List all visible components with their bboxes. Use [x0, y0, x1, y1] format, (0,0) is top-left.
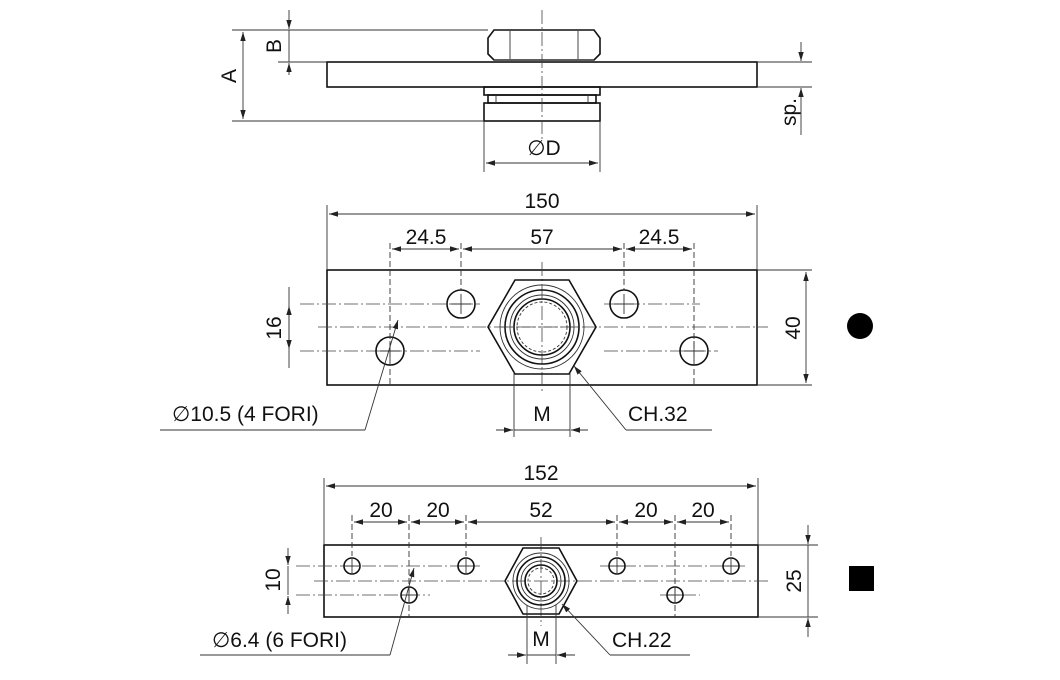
label-b: B [263, 39, 286, 53]
square-pitch-4-label: 20 [634, 499, 657, 522]
round-plate-view: 150 24.5 57 24.5 16 40 M CH.32 ∅ [160, 190, 873, 437]
round-pitch-right-label: 24.5 [639, 226, 680, 249]
square-plate-view: 152 20 20 52 20 20 10 25 [200, 462, 874, 664]
square-pitch-center-label: 52 [529, 499, 552, 522]
square-hex-label: CH.22 [612, 629, 672, 652]
round-height-label: 40 [782, 316, 805, 339]
round-pitch-center-label: 57 [530, 226, 553, 249]
square-width-label: 152 [523, 462, 558, 485]
square-pitch-1-label: 20 [369, 499, 392, 522]
hole-4 [608, 557, 626, 575]
round-thread-label: M [533, 403, 551, 426]
filled-circle-icon [847, 313, 873, 339]
square-thread-label: M [532, 628, 550, 651]
label-d: ∅D [527, 137, 560, 160]
hole-1 [343, 557, 361, 575]
filled-square-icon [849, 566, 874, 591]
round-row-offset-label: 16 [263, 316, 286, 339]
square-hole-note: ∅6.4 (6 FORI) [212, 629, 347, 652]
side-view: A B sp. ∅D [218, 10, 812, 172]
label-a: A [218, 69, 241, 83]
round-pitch-left-label: 24.5 [406, 226, 447, 249]
hole-3 [457, 557, 475, 575]
hole-6 [722, 557, 740, 575]
round-hex-nut [487, 279, 597, 375]
side-nut [487, 29, 601, 61]
square-hex-nut [504, 547, 578, 615]
square-pitch-5-label: 20 [691, 499, 714, 522]
square-row-offset-label: 10 [262, 568, 285, 591]
round-hole-note: ∅10.5 (4 FORI) [172, 403, 319, 426]
square-pitch-2-label: 20 [426, 499, 449, 522]
square-height-label: 25 [783, 569, 806, 592]
label-sp: sp. [778, 98, 801, 126]
round-hex-label: CH.32 [628, 403, 688, 426]
round-width-label: 150 [524, 190, 559, 213]
